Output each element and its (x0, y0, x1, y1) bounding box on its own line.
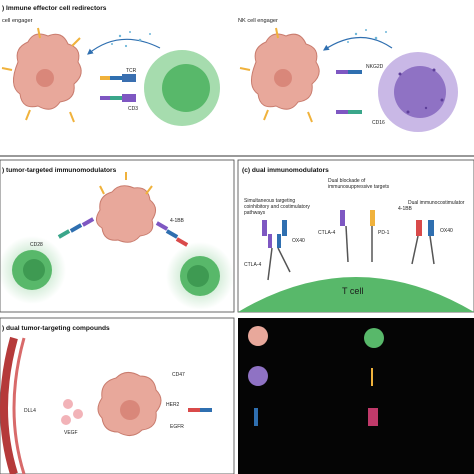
tumor-nucleus (36, 69, 54, 87)
cytotoxic-granules-a-right (347, 29, 387, 43)
panel-b-title: ) tumor-targeted immunomodulators (2, 167, 117, 174)
legend-background (238, 318, 474, 474)
label-41bb-c: 4-1BB (398, 206, 413, 212)
bispecific-cd28 (57, 217, 95, 239)
legend-t-cell (364, 328, 384, 348)
panel-b-frame (0, 159, 235, 313)
panel-a-right-caption: NK cell engager (238, 18, 278, 24)
blood-vessel-inner (12, 337, 26, 474)
label-ox40-b: OX40 (440, 228, 453, 234)
label-dual-blockade-2: immunosuppressive targets (328, 184, 390, 190)
tumor-antigens-b (99, 172, 153, 195)
legend-tumor-cell (248, 326, 268, 346)
tumor-cell-b (96, 185, 156, 243)
nk-cell-nucleus (394, 66, 446, 118)
label-her2: HER2 (166, 402, 180, 408)
legend-panel (238, 318, 474, 474)
t-cell-nucleus (187, 265, 209, 287)
label-ctla4-b: CTLA-4 (318, 230, 335, 236)
bispecific-her2-egfr (188, 408, 212, 412)
legend-antibody (368, 408, 378, 426)
label-dual-blockade-1: Dual blockade of (328, 178, 366, 184)
antibody-ctla4-pd1 (340, 210, 375, 263)
label-ox40-a: OX40 (292, 238, 305, 244)
panel-a-left-caption: cell engager (2, 18, 33, 24)
tumor-nucleus (274, 69, 292, 87)
legend-receptor (254, 408, 258, 426)
arrow-a-left (87, 38, 161, 55)
panel-a: ) Immune effector cell redirectors cell … (1, 5, 458, 132)
panel-d-title: ) dual tumor-targeting compounds (2, 325, 110, 332)
arrow-a-right (323, 36, 393, 51)
label-dll4: DLL4 (24, 408, 36, 414)
label-nkg2d: NKG2D (366, 64, 384, 70)
panel-c-title: (c) dual immunomodulators (242, 167, 329, 174)
legend-nk-cell (248, 366, 268, 386)
tumor-nucleus (120, 400, 140, 420)
label-simultaneous-3: pathways (244, 210, 266, 216)
cytotoxic-granules-a-left (111, 31, 151, 48)
panel-a-title: ) Immune effector cell redirectors (2, 5, 107, 12)
label-vegf: VEGF (64, 430, 78, 436)
bispecific-41bb (155, 221, 189, 247)
panel-d-frame (0, 317, 235, 474)
antibody-41bb-ox40 (411, 220, 435, 265)
blood-vessel (0, 336, 18, 474)
label-41bb-b: 4-1BB (170, 218, 185, 224)
label-ctla4-a: CTLA-4 (244, 262, 261, 268)
nk-granules (398, 68, 444, 114)
antibody-ctla4-ox40 (262, 220, 291, 281)
label-simultaneous-1: Simultaneous targeting (244, 198, 295, 204)
label-simultaneous-2: coinhibitory and costimulatory (244, 204, 310, 210)
label-pd1: PD-1 (378, 230, 390, 236)
bispecific-engager-a (100, 74, 136, 102)
label-dual-costim: Dual immunocostimulator (408, 200, 465, 206)
label-tcr: TCR (126, 68, 137, 74)
bispecific-engager-nk (336, 70, 362, 114)
panel-c: (c) dual immunomodulators Dual blockade … (237, 159, 474, 313)
t-cell-nucleus (23, 259, 45, 281)
panel-d: ) dual tumor-targeting compounds DLL4 VE… (0, 317, 235, 474)
vegf-molecules (61, 399, 83, 425)
panel-b: ) tumor-targeted immunomodulators CD28 4… (0, 159, 235, 313)
tumor-antigens-a-right (239, 27, 313, 123)
tumor-antigens-a-left (1, 27, 81, 123)
label-cd16: CD16 (372, 120, 385, 126)
t-cell-a-nucleus (162, 64, 210, 112)
label-cd3: CD3 (128, 106, 138, 112)
label-egfr: EGFR (170, 424, 184, 430)
label-cd47: CD47 (172, 372, 185, 378)
t-cell-membrane (238, 277, 474, 312)
label-cd28: CD28 (30, 242, 43, 248)
label-t-cell: T cell (342, 286, 363, 296)
